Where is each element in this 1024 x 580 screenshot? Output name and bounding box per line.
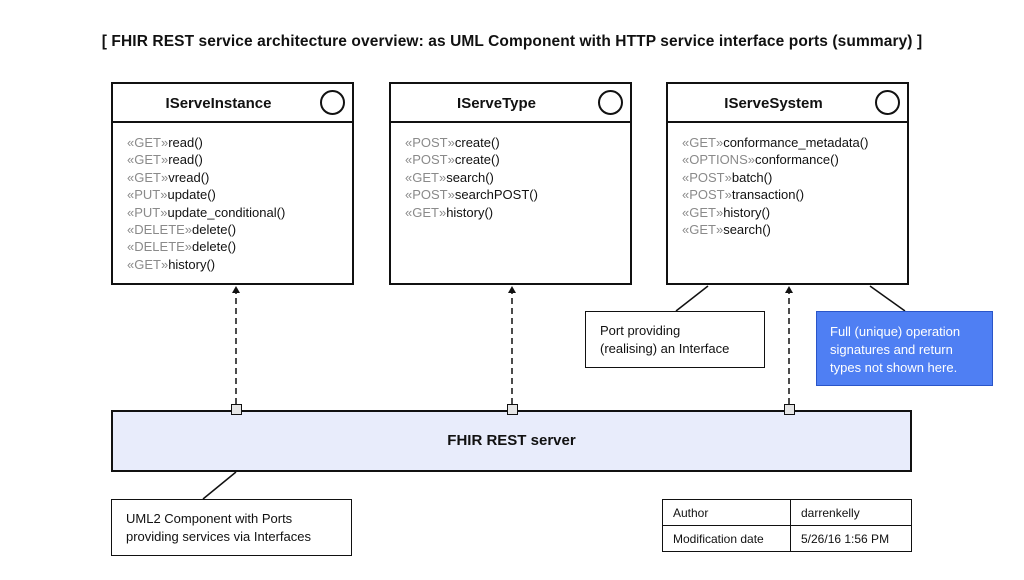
interface-name: IServeInstance <box>165 95 272 112</box>
operation: «OPTIONS»conformance() <box>682 152 839 168</box>
note-line: providing services via Interfaces <box>126 529 311 544</box>
operation: «DELETE»delete() <box>127 222 237 238</box>
operation: «GET»vread() <box>127 169 210 185</box>
interface-header: IServeInstance <box>113 84 352 123</box>
signature-note: Full (unique) operation signatures and r… <box>816 311 993 386</box>
operation: «DELETE»delete() <box>127 239 237 255</box>
operation-list: «GET»read() «GET»read() «GET»vread() «PU… <box>113 123 352 273</box>
note-line: types not shown here. <box>830 360 958 375</box>
operation: «POST»searchPOST() <box>405 187 538 203</box>
note-line: signatures and return <box>830 342 953 357</box>
metadata-table: Author darrenkelly Modification date 5/2… <box>662 499 912 552</box>
interface-circle-icon <box>598 90 623 115</box>
arrow-head-icon <box>785 286 793 293</box>
table-row: Modification date 5/26/16 1:56 PM <box>662 525 912 552</box>
operation: «GET»history() <box>405 204 494 220</box>
modification-date-value: 5/26/16 1:56 PM <box>790 525 912 552</box>
interface-iserveinstance: IServeInstance «GET»read() «GET»read() «… <box>111 82 354 285</box>
port-square-icon <box>507 404 518 415</box>
operation-list: «GET»conformance_metadata() «OPTIONS»con… <box>668 123 907 238</box>
table-row: Author darrenkelly <box>662 499 912 526</box>
author-value: darrenkelly <box>790 499 912 526</box>
note-anchor-signature <box>869 285 906 312</box>
operation: «GET»history() <box>127 256 216 272</box>
modification-date-label: Modification date <box>662 525 791 552</box>
note-line: UML2 Component with Ports <box>126 511 293 526</box>
operation: «POST»batch() <box>682 169 773 185</box>
port-square-icon <box>784 404 795 415</box>
operation-list: «POST»create() «POST»create() «GET»searc… <box>391 123 630 221</box>
operation: «PUT»update() <box>127 187 216 203</box>
operation: «PUT»update_conditional() <box>127 204 286 220</box>
port-note: Port providing (realising) an Interface <box>585 311 765 368</box>
note-line: (realising) an Interface <box>600 341 730 356</box>
operation: «GET»search() <box>682 222 771 238</box>
operation: «POST»transaction() <box>682 187 805 203</box>
interface-iservesystem: IServeSystem «GET»conformance_metadata()… <box>666 82 909 285</box>
operation: «POST»create() <box>405 135 500 150</box>
interface-header: IServeSystem <box>668 84 907 123</box>
operation: «GET»read() <box>127 135 203 150</box>
arrow-head-icon <box>508 286 516 293</box>
note-anchor-port <box>675 285 709 312</box>
operation: «POST»create() <box>405 152 500 168</box>
note-anchor-component <box>202 471 237 500</box>
interface-name: IServeType <box>457 95 536 112</box>
operation: «GET»history() <box>682 204 771 220</box>
operation: «GET»read() <box>127 152 203 168</box>
diagram-title: [ FHIR REST service architecture overvie… <box>101 33 923 50</box>
component-note: UML2 Component with Ports providing serv… <box>111 499 352 556</box>
interface-circle-icon <box>320 90 345 115</box>
fhir-rest-server-component: FHIR REST server <box>111 410 912 472</box>
operation: «GET»conformance_metadata() <box>682 135 869 150</box>
port-square-icon <box>231 404 242 415</box>
note-line: Port providing <box>600 323 681 338</box>
operation: «GET»search() <box>405 169 494 185</box>
interface-name: IServeSystem <box>724 95 823 112</box>
interface-circle-icon <box>875 90 900 115</box>
interface-header: IServeType <box>391 84 630 123</box>
interface-iservetype: IServeType «POST»create() «POST»create()… <box>389 82 632 285</box>
arrow-head-icon <box>232 286 240 293</box>
author-label: Author <box>662 499 791 526</box>
note-line: Full (unique) operation <box>830 324 961 339</box>
